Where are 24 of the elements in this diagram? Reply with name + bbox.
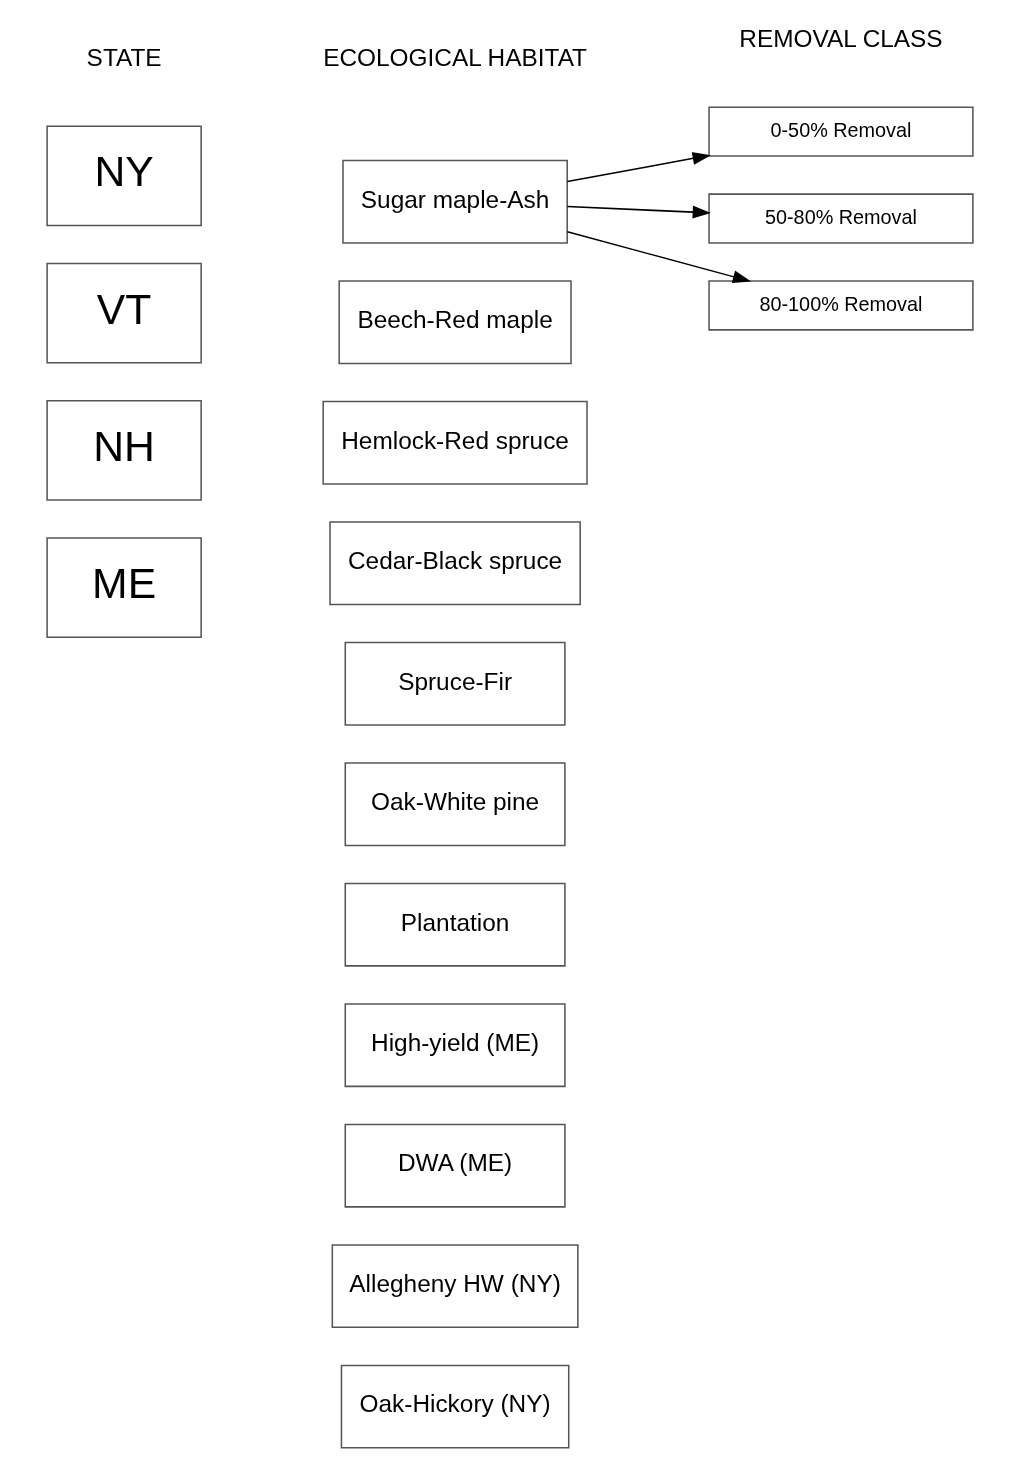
- node-box: Cedar-Black spruce: [329, 521, 581, 606]
- node-box: Allegheny HW (NY): [331, 1244, 579, 1329]
- node-box: ME: [46, 537, 202, 638]
- node-box: 50-80% Removal: [708, 193, 974, 244]
- label: REMOVAL CLASS: [739, 25, 943, 53]
- arrow: [566, 231, 752, 283]
- node-box: Beech-Red maple: [338, 280, 572, 365]
- node-box: NH: [46, 400, 202, 501]
- node-box: 80-100% Removal: [708, 280, 974, 331]
- node-box: 0-50% Removal: [708, 106, 974, 157]
- node-box: Oak-White pine: [344, 762, 566, 847]
- node-box: High-yield (ME): [344, 1003, 566, 1088]
- arrow: [566, 205, 711, 219]
- node-box: VT: [46, 262, 202, 364]
- node-box: Plantation: [344, 882, 566, 967]
- node-box: Oak-Hickory (NY): [340, 1364, 570, 1449]
- label: ECOLOGICAL HABITAT: [323, 43, 588, 71]
- node-box: NY: [46, 125, 202, 227]
- label: STATE: [86, 43, 162, 71]
- node-box: DWA (ME): [344, 1123, 566, 1208]
- node-box: Spruce-Fir: [344, 641, 566, 726]
- node-box: Sugar maple-Ash: [342, 159, 568, 244]
- node-box: Hemlock-Red spruce: [322, 400, 588, 485]
- arrow: [566, 152, 711, 183]
